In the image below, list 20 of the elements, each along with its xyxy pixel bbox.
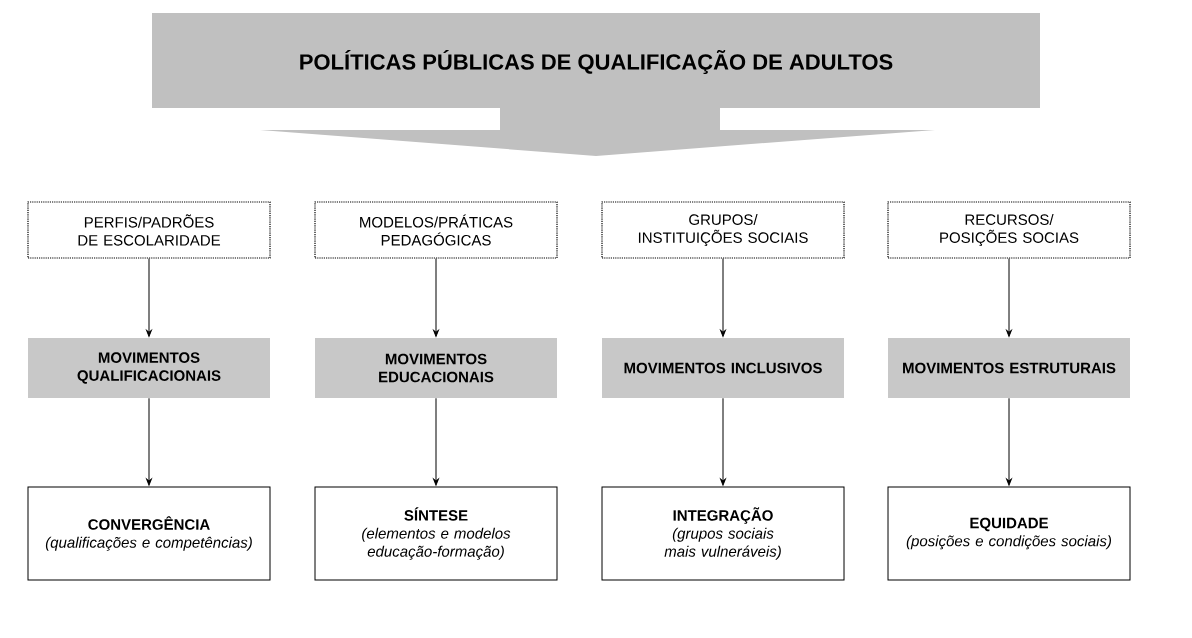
arrow (433, 258, 439, 337)
result-box: SÍNTESE (elementos e modelos educação-formação) (314, 486, 558, 581)
arrow (433, 397, 439, 486)
arrow (146, 397, 152, 486)
arrow (720, 397, 726, 486)
dotted-box: GRUPOS/ INSTITUIÇÕES SOCIAIS (601, 201, 845, 259)
result-box: EQUIDADE (posições e condições sociais) (887, 486, 1131, 581)
arrow (1006, 258, 1012, 337)
arrow (146, 258, 152, 337)
arrow (1006, 397, 1012, 486)
process-box: MOVIMENTOS INCLUSIVOS (602, 338, 844, 398)
process-box: MOVIMENTOS EDUCACIONAIS (315, 338, 557, 398)
process-box: MOVIMENTOS ESTRUTURAIS (888, 338, 1130, 398)
dotted-box: PERFIS/PADRÕES DE ESCOLARIDADE (27, 201, 271, 259)
result-box: CONVERGÊNCIA (qualificações e competências) (27, 486, 271, 581)
dotted-box: RECURSOS/ POSIÇÕES SOCIAS (887, 201, 1131, 259)
process-box: MOVIMENTOS QUALIFICACIONAIS (28, 338, 270, 398)
result-box: INTEGRAÇÃO (grupos sociais mais vulneráveis) (601, 486, 845, 581)
arrow (720, 258, 726, 337)
dotted-box: MODELOS/PRÁTICAS PEDAGÓGICAS (314, 201, 558, 259)
